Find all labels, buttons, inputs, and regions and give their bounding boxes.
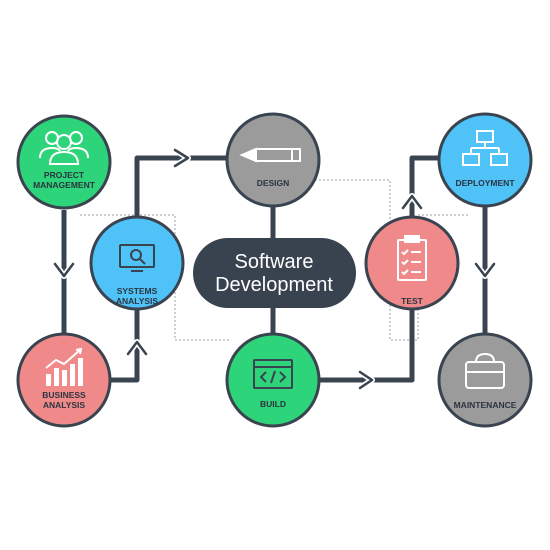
code-window-icon bbox=[253, 359, 293, 389]
node-label: BUSINESS bbox=[42, 390, 86, 400]
checklist-icon bbox=[397, 235, 427, 281]
pencil-icon bbox=[239, 147, 301, 163]
node-business-analysis: BUSINESS ANALYSIS bbox=[16, 332, 112, 428]
center-title-line2: Development bbox=[215, 274, 333, 296]
node-label: SYSTEMS bbox=[117, 286, 158, 296]
team-icon bbox=[39, 131, 89, 165]
chevron-right-icon bbox=[358, 370, 374, 390]
chevron-right-icon bbox=[173, 148, 190, 168]
node-project-management: PROJECT MANAGEMENT bbox=[16, 114, 112, 210]
node-label: PROJECT bbox=[44, 170, 85, 180]
node-maintenance: MAINTENANCE bbox=[437, 332, 533, 428]
node-label: MANAGEMENT bbox=[33, 180, 96, 190]
node-design: DESIGN bbox=[225, 112, 321, 208]
bar-chart-icon bbox=[45, 347, 83, 386]
chevron-down-icon bbox=[474, 262, 496, 278]
chevron-up-icon bbox=[401, 194, 423, 210]
chevron-up-icon bbox=[126, 340, 148, 356]
connector-test-to-deployment bbox=[409, 155, 440, 225]
node-label: DEPLOYMENT bbox=[455, 178, 515, 188]
connector-systems-to-design bbox=[134, 155, 228, 225]
node-label: MAINTENANCE bbox=[454, 400, 517, 410]
connector-business-to-systems bbox=[108, 300, 140, 383]
node-test: TEST bbox=[364, 215, 460, 311]
node-systems-analysis: SYSTEMS ANALYSIS bbox=[89, 215, 185, 311]
center-title-line1: Software bbox=[235, 251, 314, 273]
node-build: BUILD bbox=[225, 332, 321, 428]
toolbox-icon bbox=[465, 352, 505, 389]
chevron-down-icon bbox=[53, 262, 75, 278]
node-label: TEST bbox=[401, 296, 424, 306]
chevrons-dark bbox=[53, 148, 496, 390]
node-deployment: DEPLOYMENT bbox=[437, 112, 533, 208]
node-label: BUILD bbox=[260, 399, 286, 409]
connectors bbox=[61, 155, 488, 383]
network-icon bbox=[462, 130, 508, 166]
center-pill: Software Development bbox=[193, 238, 356, 308]
node-label: ANALYSIS bbox=[116, 296, 159, 306]
monitor-search-icon bbox=[119, 244, 155, 272]
node-label: DESIGN bbox=[257, 178, 290, 188]
connector-build-to-test bbox=[320, 300, 415, 383]
node-label: ANALYSIS bbox=[43, 400, 86, 410]
